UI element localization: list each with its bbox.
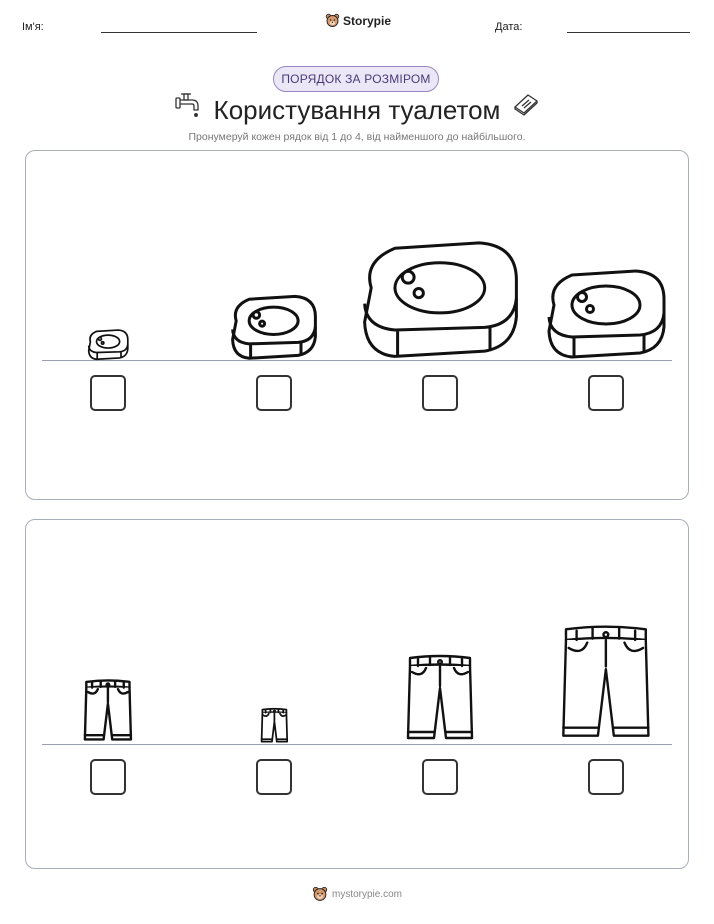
soap-icon [231, 294, 317, 360]
answer-box-pants-3[interactable] [422, 759, 458, 795]
soap-icon [87, 328, 129, 360]
soap-icon [547, 269, 665, 359]
faucet-icon [174, 90, 204, 118]
pants-picture-3 [404, 654, 476, 744]
soap-picture-4 [544, 265, 669, 360]
pants-icon [260, 707, 288, 743]
answer-box-soap-4[interactable] [588, 375, 624, 411]
answer-box-pants-4[interactable] [588, 759, 624, 795]
pants-icon [562, 625, 650, 738]
pants-picture-1 [82, 679, 134, 744]
date-line[interactable] [567, 32, 690, 33]
brand: Storypie [325, 13, 391, 28]
soap-picture-2 [229, 292, 319, 360]
soap-panel [25, 150, 689, 500]
pants-picture-4 [558, 624, 654, 744]
answer-box-soap-3[interactable] [422, 375, 458, 411]
name-label: Ім'я: [22, 21, 44, 33]
footer-site: mystorypie.com [331, 888, 402, 900]
pants-baseline [42, 744, 672, 745]
pants-icon [406, 654, 474, 740]
name-line[interactable] [101, 32, 257, 33]
bear-logo-icon [325, 13, 340, 27]
soap-icon [362, 241, 518, 358]
footer-bear-logo-icon [312, 886, 328, 901]
soap-picture-3 [358, 235, 523, 360]
pants-picture-2 [260, 707, 289, 744]
soap-picture-1 [87, 328, 130, 360]
footer: mystorypie.com [0, 886, 714, 902]
answer-box-pants-2[interactable] [256, 759, 292, 795]
category-badge: ПОРЯДОК ЗА РОЗМІРОМ [273, 66, 439, 92]
answer-box-soap-1[interactable] [90, 375, 126, 411]
soap-bar-icon [512, 92, 540, 116]
soap-baseline [42, 360, 672, 361]
date-label: Дата: [495, 21, 523, 33]
answer-box-pants-1[interactable] [90, 759, 126, 795]
pants-icon [83, 679, 133, 741]
answer-box-soap-2[interactable] [256, 375, 292, 411]
brand-name: Storypie [343, 13, 392, 28]
instruction-text: Пронумеруй кожен рядок від 1 до 4, від н… [188, 131, 526, 143]
page-title: Користування туалетом [213, 95, 501, 125]
